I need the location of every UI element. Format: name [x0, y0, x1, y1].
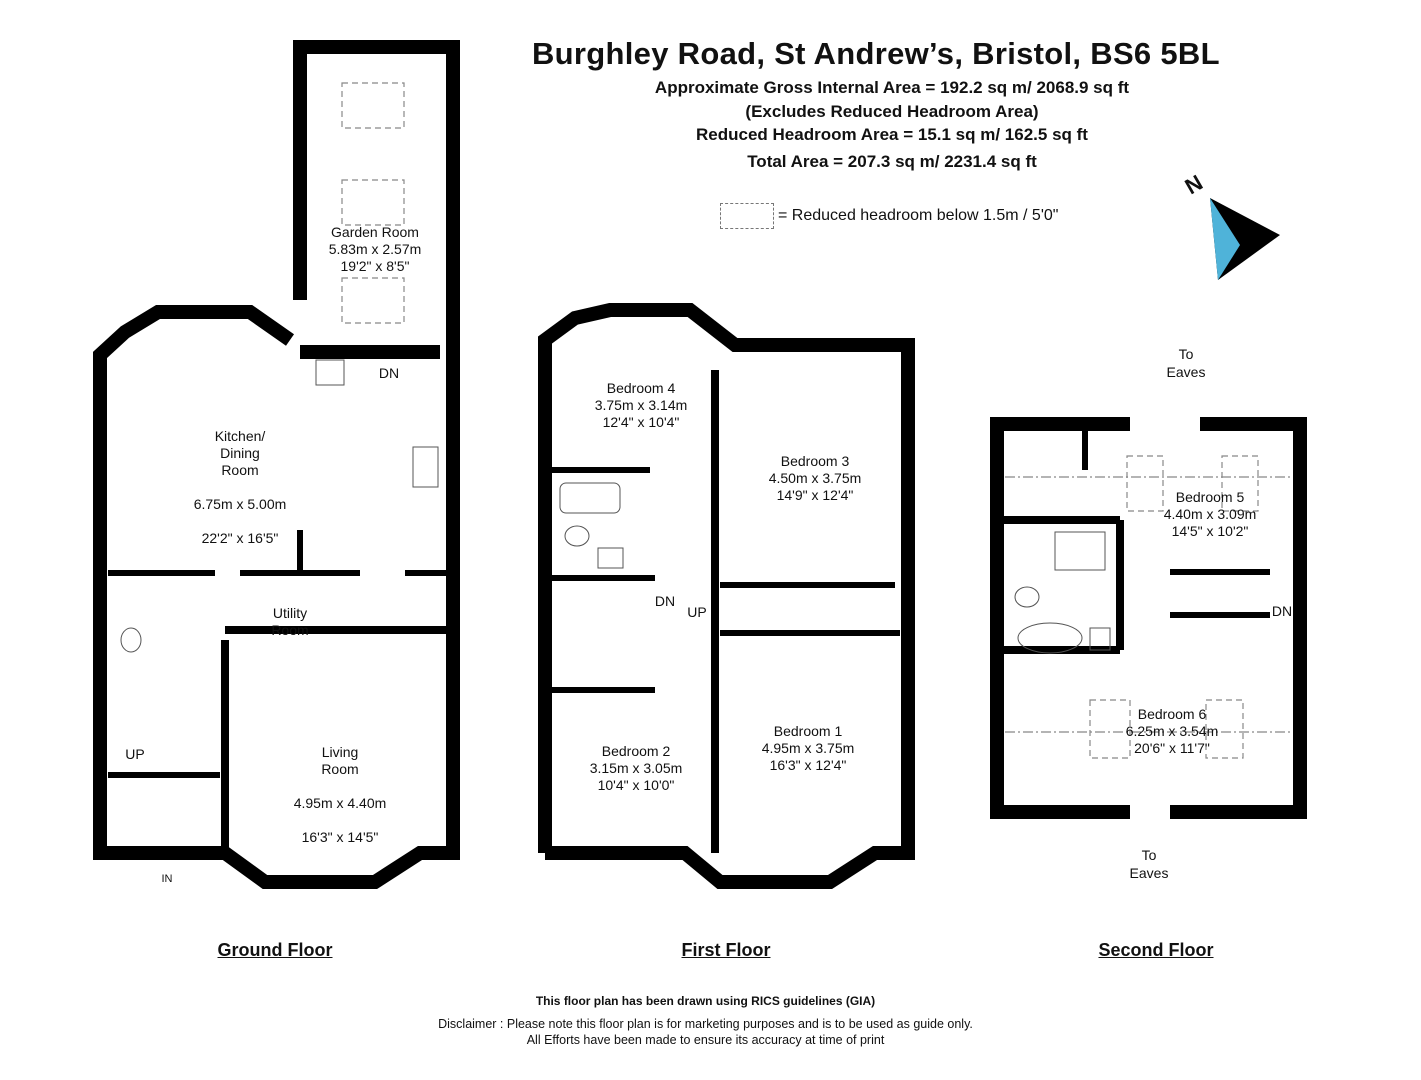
stairs-down-label: DN — [1271, 603, 1293, 619]
page-title: Burghley Road, St Andrew’s, Bristol, BS6… — [532, 36, 1220, 71]
total-area: Total Area = 207.3 sq m/ 2231.4 sq ft — [747, 152, 1037, 171]
room-name: Bedroom 6 — [1137, 706, 1207, 722]
room-imperial: 20'6" x 11'7" — [1134, 740, 1210, 756]
stairs-down-label: DN — [654, 593, 676, 609]
room-metric: 4.95m x 4.40m — [293, 795, 387, 811]
room-imperial: 12'4" x 10'4" — [602, 414, 680, 430]
room-bedroom-3: Bedroom 3 4.50m x 3.75m 14'9" x 12'4" — [769, 453, 862, 504]
fixtures — [120, 359, 1111, 654]
second-floor-label: Second Floor — [1098, 940, 1214, 960]
room-name: Bedroom 1 — [773, 723, 843, 739]
room-kitchen: Kitchen/ Dining Room 6.75m x 5.00m 22'2"… — [194, 411, 287, 564]
entrance-label: IN — [161, 873, 173, 885]
stairs-up-label: UP — [687, 604, 707, 620]
room-bedroom-4: Bedroom 4 3.75m x 3.14m 12'4" x 10'4" — [595, 380, 688, 431]
room-name: Bedroom 2 — [601, 743, 671, 759]
room-imperial: 10'4" x 10'0" — [597, 777, 675, 793]
ground-floor-label: Ground Floor — [217, 940, 333, 960]
room-imperial: 14'9" x 12'4" — [776, 487, 854, 503]
legend-text: = Reduced headroom below 1.5m / 5'0" — [778, 207, 1059, 224]
room-name: Bedroom 3 — [780, 453, 850, 469]
room-bedroom-6: Bedroom 6 6.25m x 3.54m 20'6" x 11'7" — [1126, 706, 1219, 757]
room-name: Bedroom 5 — [1175, 489, 1245, 505]
rics-note: This floor plan has been drawn using RIC… — [535, 994, 876, 1008]
room-name: Kitchen/ Dining Room — [214, 428, 266, 478]
room-imperial: 19'2" x 8'5" — [340, 258, 410, 274]
room-name: Living Room — [321, 744, 359, 777]
room-garden: Garden Room 5.83m x 2.57m 19'2" x 8'5" — [329, 224, 422, 275]
excludes-note: (Excludes Reduced Headroom Area) — [745, 102, 1039, 121]
disclaimer: Disclaimer : Please note this floor plan… — [438, 1017, 973, 1031]
second-floor-walls — [990, 417, 1307, 819]
room-imperial: 22'2" x 16'5" — [201, 530, 279, 546]
room-imperial: 16'3" x 12'4" — [769, 757, 847, 773]
room-metric: 6.75m x 5.00m — [193, 496, 287, 512]
room-bedroom-1: Bedroom 1 4.95m x 3.75m 16'3" x 12'4" — [762, 723, 855, 774]
room-name: Bedroom 4 — [606, 380, 676, 396]
room-utility: Utility Room — [271, 588, 308, 656]
room-metric: 6.25m x 3.54m — [1125, 723, 1219, 739]
room-metric: 3.15m x 3.05m — [589, 760, 683, 776]
room-imperial: 16'3" x 14'5" — [301, 829, 379, 845]
room-imperial: 14'5" x 10'2" — [1171, 523, 1249, 539]
reduced-area: Reduced Headroom Area = 15.1 sq m/ 162.5… — [696, 125, 1088, 144]
to-eaves-bottom-label: To Eaves — [1129, 847, 1169, 881]
stairs-down-label: DN — [378, 365, 400, 381]
room-name: Garden Room — [331, 224, 419, 240]
room-metric: 4.40m x 3.09m — [1163, 506, 1257, 522]
room-metric: 5.83m x 2.57m — [328, 241, 422, 257]
stairs-up-label: UP — [125, 746, 145, 762]
room-bedroom-2: Bedroom 2 3.15m x 3.05m 10'4" x 10'0" — [590, 743, 683, 794]
first-floor-label: First Floor — [681, 940, 771, 960]
room-living: Living Room 4.95m x 4.40m 16'3" x 14'5" — [294, 727, 387, 863]
north-arrow — [1210, 198, 1280, 280]
room-metric: 4.50m x 3.75m — [768, 470, 862, 486]
room-name: Utility Room — [271, 605, 309, 638]
reduced-headroom-zones — [341, 82, 1292, 759]
first-floor-walls — [538, 303, 915, 889]
to-eaves-top-label: To Eaves — [1166, 346, 1206, 380]
room-bedroom-5: Bedroom 5 4.40m x 3.09m 14'5" x 10'2" — [1164, 489, 1257, 540]
gross-area: Approximate Gross Internal Area = 192.2 … — [654, 78, 1130, 97]
ground-floor-walls — [93, 40, 460, 889]
legend: = Reduced headroom below 1.5m / 5'0" — [720, 203, 1058, 229]
room-metric: 4.95m x 3.75m — [761, 740, 855, 756]
legend-swatch — [720, 203, 774, 229]
room-metric: 3.75m x 3.14m — [594, 397, 688, 413]
accuracy-note: All Efforts have been made to ensure its… — [526, 1033, 885, 1047]
